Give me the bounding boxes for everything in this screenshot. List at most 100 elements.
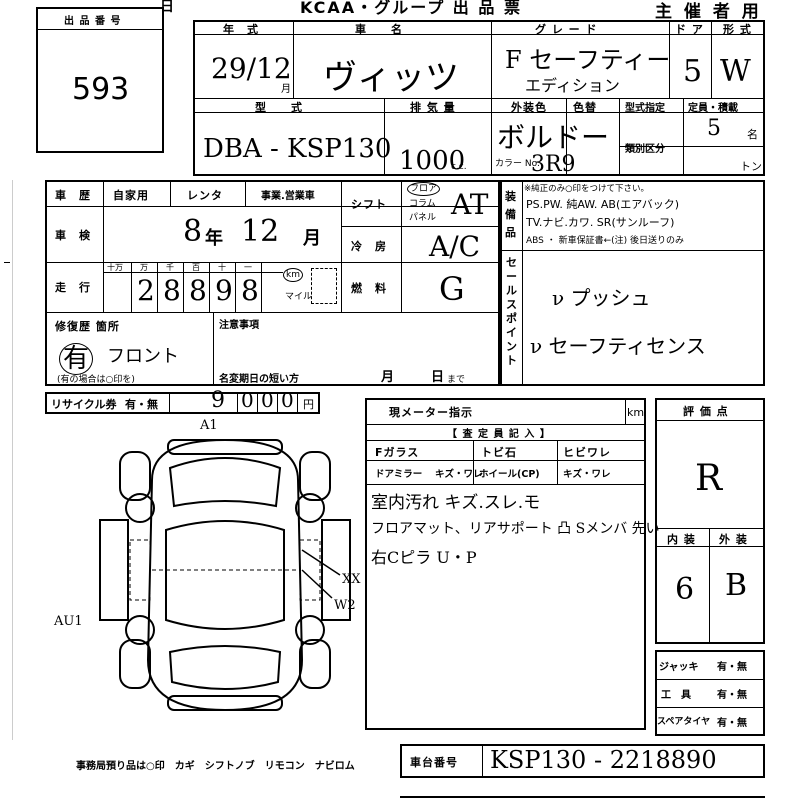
label-interior: 内 装 [667, 533, 696, 546]
office-note: 事務局預り品は○印 カギ シフトノブ リモコン ナビロム [76, 761, 355, 772]
label-rename-month: 月 [381, 370, 396, 385]
label-classification: 類別区分 [625, 144, 665, 155]
car-name-value: ヴィッツ [323, 58, 459, 98]
grade-value-1: F セーフティー [505, 46, 671, 74]
label-chassis: 車台番号 [410, 756, 458, 769]
inspector-note-2: フロアマット、リアサポート 凸 Sメンバ 先い [371, 521, 660, 537]
tons-unit: トン [740, 160, 762, 173]
recycle-digit: 0 [281, 388, 294, 412]
persons-unit: 名 [747, 128, 758, 141]
sales-point-side-label: セールスポイント [506, 256, 517, 367]
inspector-note-3: 右Cピラ U・P [371, 548, 477, 567]
recycle-options: 有・無 [125, 398, 158, 411]
recycle-box: リサイクル券 有・無 9 0 0 0 円 [45, 388, 320, 414]
model-value: DBA - KSP130 [203, 134, 392, 164]
cc-unit: c.c. [451, 162, 467, 172]
damage-mark-xx: XX [342, 572, 361, 587]
label-front-glass: Fガラス [375, 446, 420, 459]
score-box: 評 価 点 R 内 装 外 装 6 B [655, 398, 765, 644]
mileage-digit: 9 [215, 274, 233, 307]
shift-floor: フロア [407, 182, 441, 196]
capacity-value: 5 [707, 116, 721, 141]
edge-mark [12, 180, 13, 740]
tool-options: 有・無 [717, 690, 747, 701]
fuel-value: G [439, 270, 465, 308]
label-shift: シフト [351, 198, 387, 211]
label-score: 評 価 点 [683, 405, 729, 418]
label-rename: 名変期日の短い方 [219, 374, 299, 385]
label-mileage: 走 行 [55, 281, 91, 294]
equipment-note: ※純正のみ○印をつけて下さい。 [524, 184, 650, 194]
label-rename-day: 日 [431, 370, 446, 385]
label-grade: グ レ ー ド [535, 23, 598, 36]
exterior-color-value: ボルドー [497, 121, 610, 154]
label-wheel: ホイール(CP) [479, 469, 540, 480]
color-code-value: 3R9 [531, 152, 576, 177]
label-history: 車 歴 [55, 189, 91, 202]
inspection-year-value: 8 [183, 214, 203, 249]
digit-label-10k: 万 [140, 263, 148, 272]
label-model-designation: 型式指定 [625, 103, 665, 114]
recycle-yen: 円 [303, 398, 314, 411]
label-exterior: 外装色 [511, 101, 547, 114]
sponsor-label: 主 催 者 用 [655, 2, 762, 22]
km-mark: km [283, 268, 303, 282]
equipment-line-3: ABS ・ 新車保証書←(注) 後日送りのみ [526, 236, 685, 246]
label-inspection: 車 検 [55, 229, 91, 242]
damage-mark-a1: A1 [200, 418, 218, 433]
digit-label-100k: 十万 [107, 263, 123, 272]
mirror-options: キズ・ワレ [435, 469, 483, 480]
label-jack: ジャッキ [659, 662, 699, 673]
shape-value: W [720, 54, 751, 89]
glass-crack: ヒビワレ [563, 446, 611, 459]
damage-mark-au1: AU1 [54, 614, 83, 629]
label-private: 自家用 [113, 189, 149, 202]
ac-value: A/C [429, 230, 481, 263]
label-rental: レンタ [187, 189, 223, 202]
label-shape: 形 式 [723, 23, 752, 36]
grade-value-2: エディション [525, 76, 620, 95]
label-model: 型 式 [255, 101, 303, 114]
repair-text: フロント [107, 346, 179, 367]
label-business: 事業.営業車 [261, 191, 315, 202]
chassis-number-box: 車台番号 KSP130 - 2218890 [400, 744, 765, 778]
year-unit: 月 [281, 84, 291, 95]
recycle-digit: 0 [241, 388, 254, 412]
label-exterior-grade: 外 装 [719, 533, 748, 546]
car-damage-diagram [99, 438, 351, 712]
inspection-month-value: 12 [241, 214, 280, 249]
label-year: 年 式 [223, 23, 259, 36]
exterior-grade-value: B [725, 568, 748, 603]
mile-label: マイル [285, 292, 313, 302]
repair-mark: 有 [59, 338, 94, 375]
history-table: 車 歴 自家用 レンタ 事業.営業車 車 検 8 年 12 月 走 行 十万 万… [45, 180, 500, 386]
bottom-border [400, 796, 765, 802]
damage-mark-w2: W2 [334, 598, 356, 613]
digit-label-1: 一 [244, 263, 252, 272]
edge-mark [4, 262, 10, 263]
wheel-options: キズ・ワレ [563, 469, 611, 480]
jack-options: 有・無 [717, 662, 747, 673]
label-caution: 注意事項 [219, 320, 259, 331]
mileage-digit: 8 [189, 274, 207, 307]
label-recycle: リサイクル券 [51, 398, 117, 411]
label-rename-until: まで [447, 375, 466, 385]
spare-options: 有・無 [717, 718, 747, 729]
shift-value: AT [451, 188, 489, 221]
label-spare-tire: スペアタイヤ [657, 717, 711, 727]
mileage-digit: 8 [163, 274, 181, 307]
color-no-label: カラー No. [495, 159, 540, 169]
glass-chip-options: トビ石 [481, 446, 517, 459]
label-tool: 工 具 [661, 690, 691, 701]
sales-point-line-2: ν セーフティセンス [530, 334, 706, 358]
mileage-digit: 2 [137, 274, 155, 307]
equipment-line-2: TV.ナビ.カワ. SR(サンルーフ) [526, 216, 675, 229]
label-fuel: 燃 料 [351, 282, 387, 295]
repair-note: (有の場合は○印を) [57, 375, 135, 385]
lot-number-value: 593 [72, 72, 130, 107]
meter-unit: km [627, 406, 645, 419]
label-car-name: 車 名 [355, 23, 403, 36]
lot-number-box: 出 品 番 号 593 [36, 7, 164, 153]
label-door-mirror: ドアミラー [375, 469, 423, 480]
label-capacity: 定員・積載 [688, 103, 738, 114]
